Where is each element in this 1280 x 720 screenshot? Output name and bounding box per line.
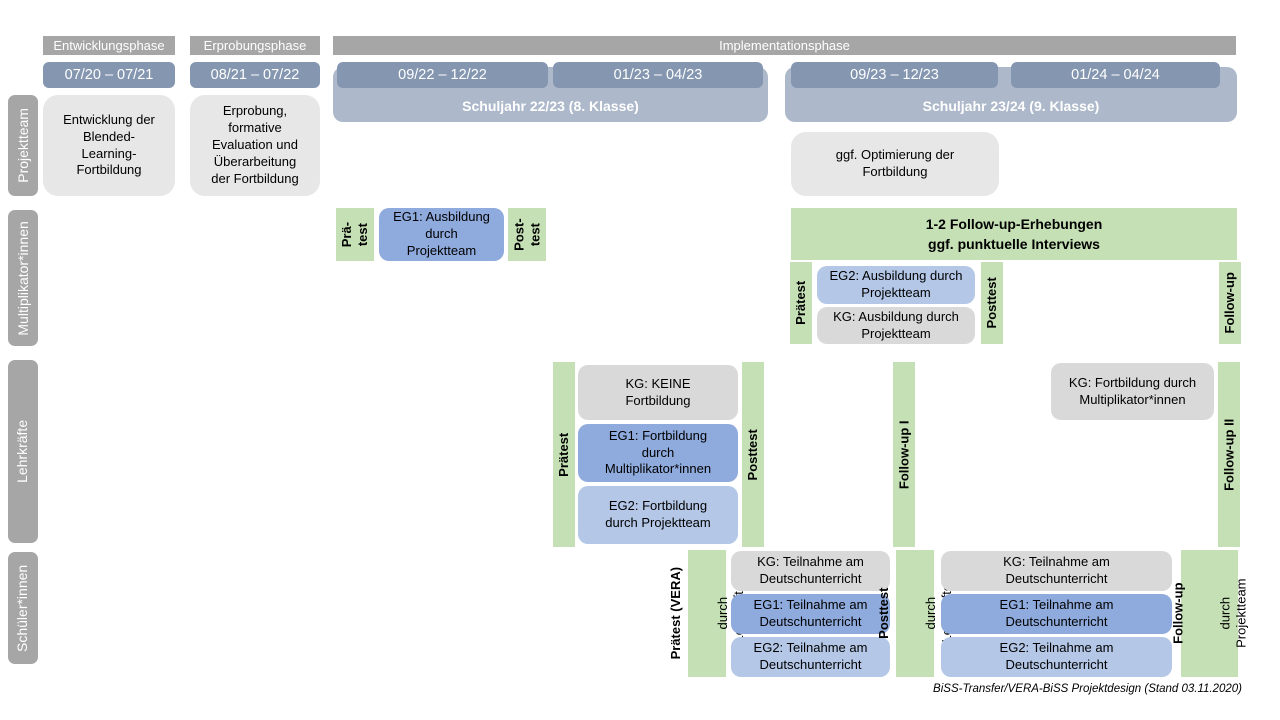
schueler-followup-bold: Follow-up — [1170, 582, 1186, 645]
box-optimierung-fortbildung: ggf. Optimierung der Fortbildung — [791, 132, 999, 196]
row-label-multiplikatoren-text: Multiplikator*innen — [14, 220, 31, 336]
multiplikatoren-praetest2-bar: Prätest — [790, 262, 812, 344]
multiplikatoren-posttest-bar: Post- test — [508, 208, 546, 261]
date-bar-0923-1223: 09/23 – 12/23 — [791, 62, 998, 88]
schueler-followup-sub: durch Projektteam — [1217, 578, 1248, 649]
box-kg-teilnahme-1: KG: Teilnahme am Deutschunterricht — [731, 551, 890, 591]
lehrkraefte-followup1-bar: Follow-up I — [893, 362, 915, 547]
box-kg-fortbildung-multiplikatoren: KG: Fortbildung durch Multiplikator*inne… — [1051, 363, 1214, 420]
date-bar-0124-0424: 01/24 – 04/24 — [1011, 62, 1220, 88]
row-label-multiplikatoren: Multiplikator*innen — [8, 210, 38, 346]
box-kg-teilnahme-2: KG: Teilnahme am Deutschunterricht — [941, 551, 1172, 591]
banner-followup-erhebungen: 1-2 Follow-up-Erhebungen ggf. punktuelle… — [791, 208, 1237, 260]
schueler-posttest-bold: Posttest — [876, 587, 892, 640]
multiplikatoren-posttest2-bar: Posttest — [981, 262, 1003, 344]
box-erprobung-evaluation: Erprobung, formative Evaluation und Über… — [190, 95, 320, 196]
multiplikatoren-followup-label: Follow-up — [1222, 272, 1238, 334]
schueler-praetest-vera-bold: Prätest (VERA) — [668, 567, 684, 660]
box-eg1-teilnahme-1: EG1: Teilnahme am Deutschunterricht — [731, 594, 890, 634]
multiplikatoren-posttest-label: Post- test — [511, 218, 542, 251]
row-label-lehrkraefte: Lehrkräfte — [8, 360, 38, 543]
lehrkraefte-praetest-label: Prätest — [556, 432, 572, 477]
row-label-lehrkraefte-text: Lehrkräfte — [14, 419, 31, 484]
lehrkraefte-posttest-label: Posttest — [745, 428, 761, 481]
multiplikatoren-praetest2-label: Prätest — [793, 280, 809, 326]
multiplikatoren-posttest2-label: Posttest — [984, 277, 1000, 329]
box-eg1-fortbildung-multiplikatoren: EG1: Fortbildung durch Multiplikator*inn… — [578, 424, 738, 482]
phase-bar-entwicklungsphase: Entwicklungsphase — [43, 36, 175, 55]
phase-bar-erprobungsphase: Erprobungsphase — [190, 36, 320, 55]
lehrkraefte-followup2-label: Follow-up II — [1221, 418, 1237, 491]
date-bar-0720-0721: 07/20 – 07/21 — [43, 62, 175, 88]
date-bar-0123-0423: 01/23 – 04/23 — [553, 62, 763, 88]
phase-bar-implementationsphase: Implementationsphase — [333, 36, 1236, 55]
schueler-followup-label: Follow-up durch Projektteam — [1139, 579, 1279, 648]
date-bar-0922-1222: 09/22 – 12/22 — [337, 62, 548, 88]
schueler-followup-bar: Follow-up durch Projektteam — [1171, 550, 1248, 677]
multiplikatoren-followup-bar: Follow-up — [1219, 262, 1241, 344]
date-bar-0821-0722: 08/21 – 07/22 — [190, 62, 320, 88]
multiplikatoren-praetest-label: Prä- test — [339, 221, 370, 248]
box-kg-keine-fortbildung: KG: KEINE Fortbildung — [578, 365, 738, 420]
lehrkraefte-followup2-bar: Follow-up II — [1218, 362, 1240, 547]
box-eg2-teilnahme-1: EG2: Teilnahme am Deutschunterricht — [731, 637, 890, 677]
box-eg2-fortbildung-projektteam: EG2: Fortbildung durch Projektteam — [578, 486, 738, 544]
footer-note: BiSS-Transfer/VERA-BiSS Projektdesign (S… — [933, 683, 1242, 695]
row-label-schueler: Schüler*innen — [8, 552, 38, 664]
lehrkraefte-praetest-bar: Prätest — [553, 362, 575, 547]
box-eg1-teilnahme-2: EG1: Teilnahme am Deutschunterricht — [941, 594, 1172, 634]
lehrkraefte-followup1-label: Follow-up I — [896, 420, 912, 489]
box-eg2-ausbildung-projektteam: EG2: Ausbildung durch Projektteam — [817, 266, 975, 304]
row-label-projektteam: Projektteam — [8, 95, 38, 196]
box-eg2-teilnahme-2: EG2: Teilnahme am Deutschunterricht — [941, 637, 1172, 677]
lehrkraefte-posttest-bar: Posttest — [742, 362, 764, 547]
box-eg1-ausbildung-projektteam: EG1: Ausbildung durch Projektteam — [379, 208, 504, 261]
row-label-schueler-text: Schüler*innen — [14, 564, 31, 652]
schueler-posttest-bar: Posttest durch Lehrkräfte — [876, 550, 953, 677]
row-label-projektteam-text: Projektteam — [14, 108, 31, 183]
box-entwicklung-fortbildung: Entwicklung der Blended- Learning- Fortb… — [43, 95, 175, 196]
schueler-praetest-vera-bar: Prätest (VERA) durch Lehrkräfte — [668, 550, 745, 677]
multiplikatoren-praetest-bar: Prä- test — [336, 208, 374, 261]
box-kg-ausbildung-projektteam: KG: Ausbildung durch Projektteam — [817, 307, 975, 344]
